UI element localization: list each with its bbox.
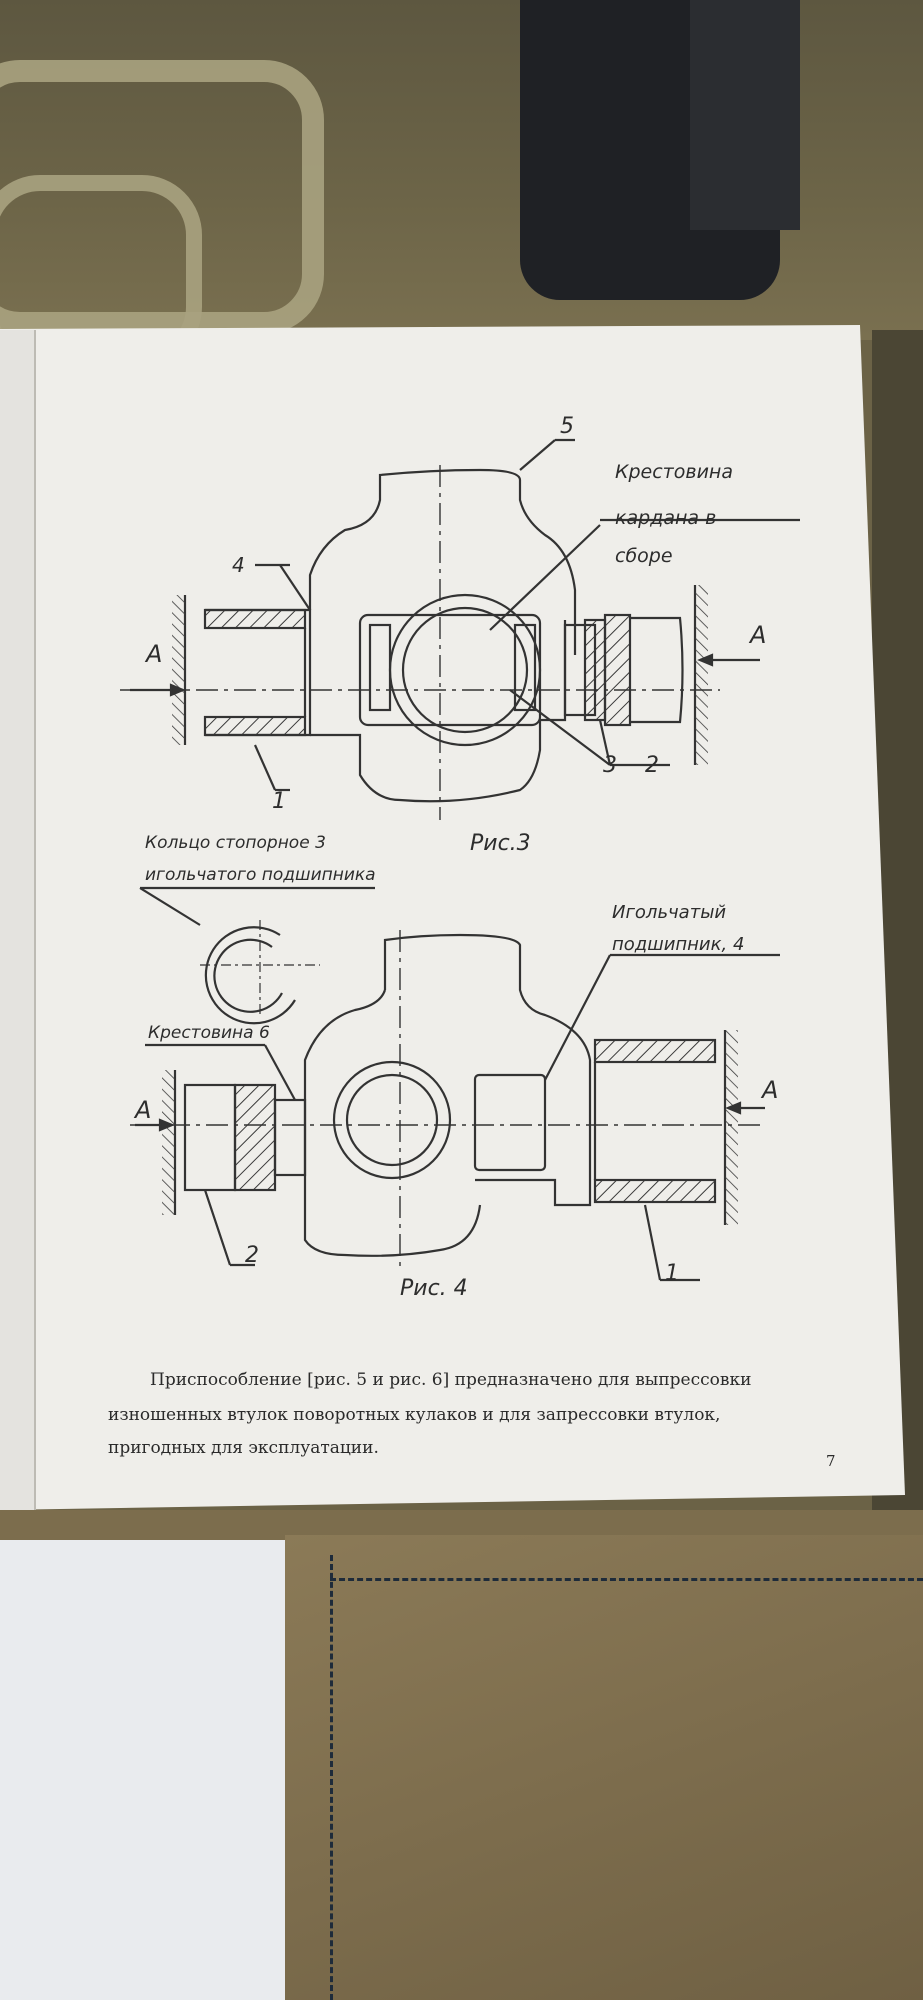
fig3-label-5: 5 — [560, 414, 574, 439]
manual-page — [0, 325, 905, 1510]
fig3-label-3: 3 — [603, 753, 617, 778]
body-text-line1: Приспособление [рис. 5 и рис. 6] предназ… — [150, 1370, 751, 1390]
fig3-callout-line2: кардана в — [615, 507, 716, 529]
fig4-label-a-left: A — [133, 1096, 151, 1124]
ring-note-line1: Кольцо стопорное 3 — [145, 833, 326, 853]
canvas-bag — [285, 1535, 923, 2000]
fig4-label-a-right: A — [760, 1076, 778, 1104]
fig4-label-1: 1 — [665, 1261, 679, 1286]
previous-page-edge — [0, 330, 36, 1510]
retaining-ring — [204, 926, 296, 1025]
fig4-callout-bearing-line1: Игольчатый — [612, 902, 726, 923]
fig4-trunnion-inner — [345, 1073, 439, 1167]
bag-seam-horizontal — [330, 1578, 923, 1583]
fig3-caption: Рис.3 — [470, 831, 531, 856]
body-text-line3: пригодных для эксплуатации. — [108, 1438, 379, 1458]
fig3-yoke — [308, 468, 577, 655]
page-number: 7 — [826, 1452, 836, 1470]
fig3-trunnion-outer — [388, 593, 542, 747]
fig4-caption: Рис. 4 — [400, 1276, 468, 1301]
fig4-callout-bearing-line2: подшипник, 4 — [612, 934, 744, 955]
fig3-label-2: 2 — [645, 753, 659, 778]
fig4-label-2: 2 — [245, 1243, 259, 1268]
black-tool-detail — [690, 0, 800, 230]
body-text-line2: изношенных втулок поворотных кулаков и д… — [108, 1405, 720, 1425]
figure-3 — [120, 438, 800, 820]
ring-note-line2: игольчатого подшипника — [145, 865, 376, 885]
bag-seam-vertical — [330, 1555, 336, 2000]
white-foam — [0, 1540, 290, 2000]
fig3-callout-line3: сборе — [615, 545, 673, 567]
fig4-trunnion-outer — [332, 1060, 452, 1180]
fig4-callout-cross: Крестовина 6 — [148, 1023, 270, 1043]
fig3-label-1: 1 — [272, 789, 286, 814]
fig3-callout-line1: Крестовина — [615, 461, 733, 483]
fig3-trunnion-inner — [401, 606, 529, 734]
retaining-ring-drawing — [139, 886, 375, 1025]
fig3-label-a-right: A — [748, 621, 766, 649]
fig3-label-4: 4 — [232, 553, 245, 577]
fig3-label-a-left: A — [144, 640, 162, 668]
figure-4 — [130, 930, 780, 1282]
